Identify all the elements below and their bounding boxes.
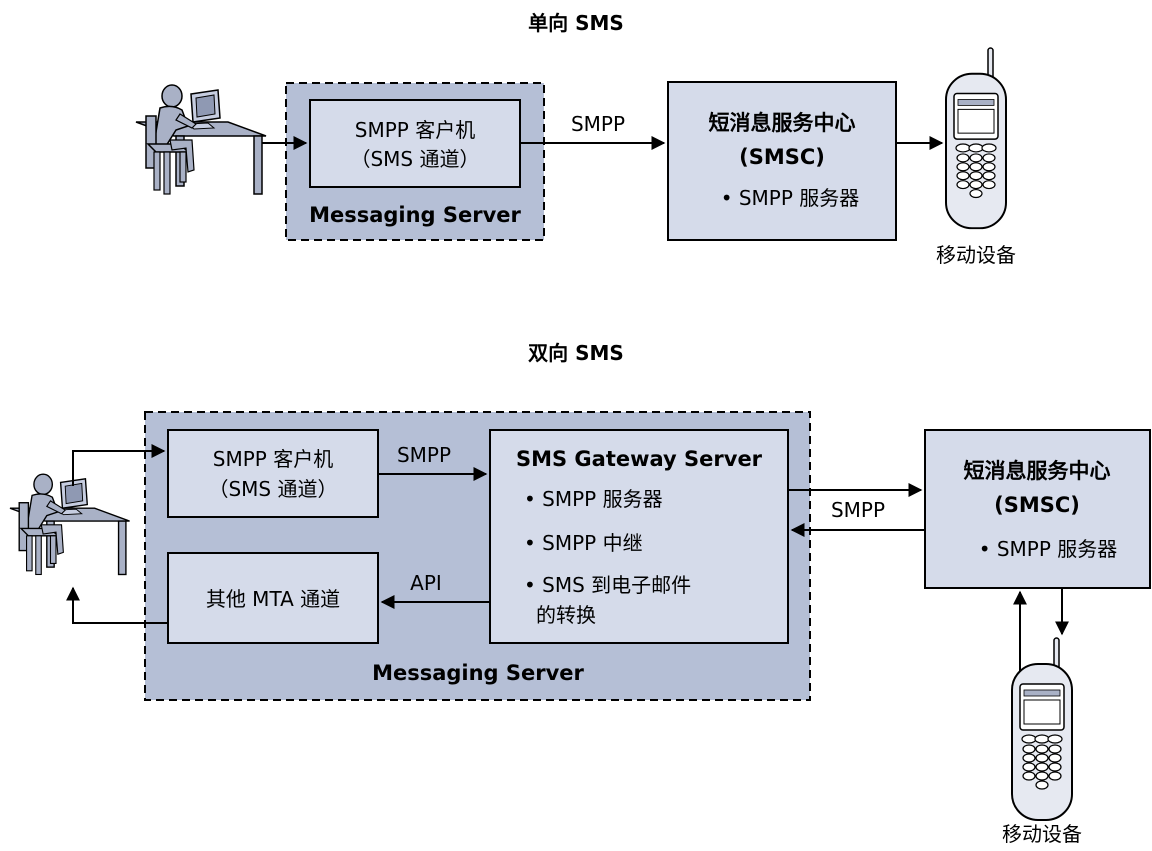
two-way-client-smpp-label: SMPP — [397, 443, 451, 467]
two-way-smsc-line2: (SMSC) — [994, 493, 1080, 517]
one-way-smpp-client-box — [309, 99, 521, 188]
two-way-smpp-client-line2: （SMS 通道） — [208, 477, 337, 501]
two-way-smsc-box — [924, 429, 1151, 589]
two-way-smpp-client-box — [167, 429, 379, 518]
two-way-mta-to-user-arrow — [66, 586, 168, 624]
two-way-gateway-bullet-3b: 的转换 — [536, 603, 596, 627]
one-way-smpp-client-line1: SMPP 客户机 — [355, 118, 475, 142]
one-way-smsc-box — [667, 81, 897, 241]
one-way-smsc-bullet: • SMPP 服务器 — [721, 186, 860, 210]
two-way-mobile-device-label: 移动设备 — [1002, 822, 1082, 846]
two-way-user-to-client-arrow — [72, 444, 166, 486]
one-way-mobile-device-label: 移动设备 — [936, 243, 1016, 267]
two-way-gateway-bullet-2: • SMPP 中继 — [524, 531, 643, 555]
one-way-mobile-phone-icon — [945, 47, 1007, 230]
one-way-smpp-client-line2: （SMS 通道） — [350, 147, 479, 171]
two-way-gateway-bullet-3a: • SMS 到电子邮件 — [524, 573, 691, 597]
two-way-mta-box — [167, 552, 379, 644]
two-way-mta-label: 其他 MTA 通道 — [206, 587, 340, 611]
two-way-title: 双向 SMS — [528, 341, 624, 365]
two-way-messaging-server-label: Messaging Server — [372, 661, 584, 685]
two-way-gateway-title: SMS Gateway Server — [516, 447, 763, 471]
two-way-smsc-bullet: • SMPP 服务器 — [979, 537, 1118, 561]
two-way-smpp-client-line1: SMPP 客户机 — [213, 447, 333, 471]
one-way-user-icon — [135, 84, 267, 195]
one-way-messaging-server-label: Messaging Server — [309, 203, 521, 227]
two-way-gateway-bullet-1: • SMPP 服务器 — [524, 487, 663, 511]
two-way-gateway-box — [489, 429, 789, 644]
one-way-smpp-link-label: SMPP — [571, 112, 625, 136]
two-way-smsc-smpp-label: SMPP — [831, 498, 885, 522]
one-way-smsc-line1: 短消息服务中心 — [709, 111, 856, 135]
two-way-api-label: API — [410, 571, 442, 595]
one-way-title: 单向 SMS — [528, 11, 624, 35]
two-way-user-icon — [9, 473, 131, 576]
two-way-smsc-line1: 短消息服务中心 — [964, 459, 1111, 483]
one-way-smsc-line2: (SMSC) — [739, 145, 825, 169]
